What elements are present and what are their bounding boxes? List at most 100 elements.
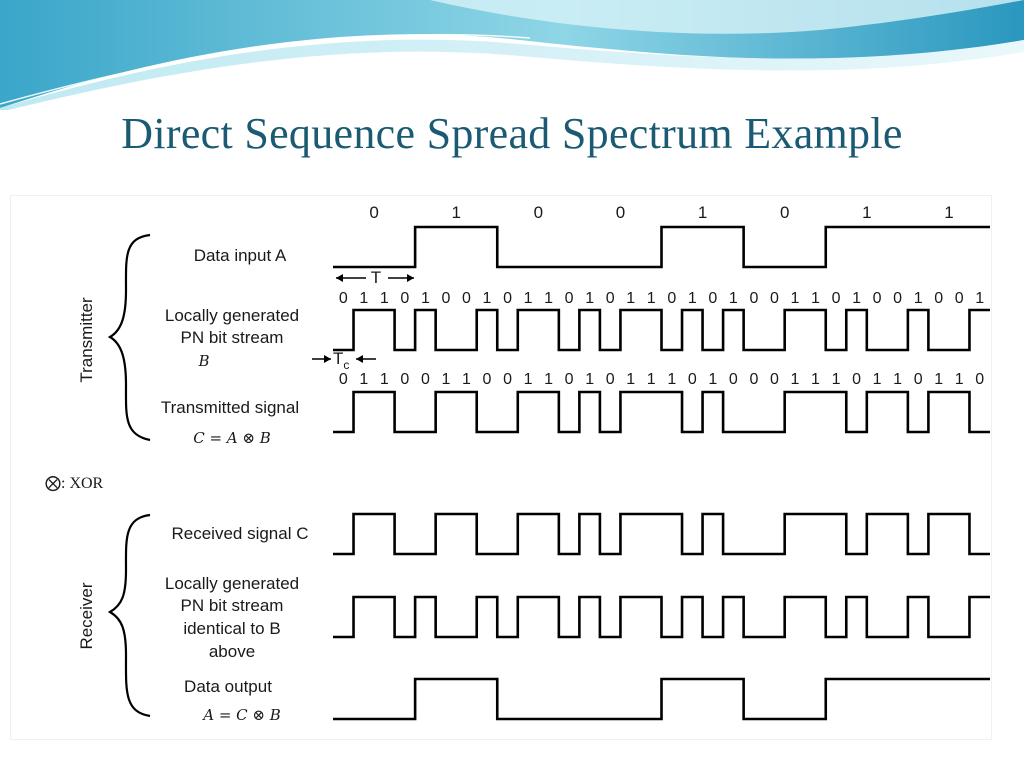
data-bit-label: 1: [944, 203, 953, 222]
pn-chip-label: 1: [811, 290, 820, 307]
transmitted-waveform: [333, 390, 990, 434]
diagram-panel: [10, 195, 992, 740]
pn-chip-label: 1: [359, 290, 368, 307]
rx-pn-waveform: [333, 595, 990, 639]
tc-arrowhead-right: [356, 355, 363, 363]
tx-chip-label: 1: [873, 371, 882, 388]
data-bit-label: 0: [369, 203, 378, 222]
tc-label: Tc: [333, 349, 349, 372]
pn-chip-label: 1: [688, 290, 697, 307]
pn-chip-label: 1: [544, 290, 553, 307]
data-bit-label: 1: [862, 203, 871, 222]
pn-chip-label: 0: [770, 290, 779, 307]
pn-chip-label: 1: [647, 290, 656, 307]
pn-label-line2: PN bit stream: [181, 328, 284, 347]
transmitter-brace: [107, 233, 151, 442]
tx-chip-label: 1: [647, 371, 656, 388]
tx-chip-label: 0: [503, 371, 512, 388]
data-input-label: Data input A: [194, 246, 287, 265]
tx-chip-label: 1: [544, 371, 553, 388]
tx-chip-label: 1: [955, 371, 964, 388]
tx-chip-label: 1: [934, 371, 943, 388]
data-output-label: Data output: [184, 677, 272, 696]
rx-pn-label-line1: Locally generated: [165, 574, 299, 593]
rx-pn-label-line4: above: [209, 642, 255, 661]
tx-chip-label: 1: [811, 371, 820, 388]
pn-chip-label: 1: [852, 290, 861, 307]
received-signal-label: Received signal C: [171, 524, 308, 543]
tc-arrowhead-left: [324, 355, 331, 363]
tx-chip-label: 0: [975, 371, 984, 388]
tx-chip-label: 1: [832, 371, 841, 388]
tx-chip-label: 0: [339, 371, 348, 388]
pn-chip-label: 1: [524, 290, 533, 307]
tx-chip-label: 1: [585, 371, 594, 388]
data-bit-label: 1: [698, 203, 707, 222]
pn-chip-label: 0: [441, 290, 450, 307]
pn-label-line1: Locally generated: [165, 306, 299, 325]
receiver-group-label: Receiver: [77, 582, 96, 649]
pn-chip-label: 1: [380, 290, 389, 307]
data-output-waveform: [333, 677, 990, 721]
pn-chip-label: 0: [400, 290, 409, 307]
pn-chip-label: 0: [934, 290, 943, 307]
tx-chip-label: 1: [626, 371, 635, 388]
transmitter-group-label: Transmitter: [77, 297, 96, 383]
pn-symbol: B: [197, 352, 209, 370]
tx-chip-label: 0: [421, 371, 430, 388]
pn-chip-label: 1: [585, 290, 594, 307]
data-bit-label: 0: [616, 203, 625, 222]
rx-pn-label-line2: PN bit stream: [181, 596, 284, 615]
pn-chip-label: 0: [667, 290, 676, 307]
tx-chip-label: 1: [380, 371, 389, 388]
pn-chip-label: 1: [729, 290, 738, 307]
data-input-waveform: [333, 225, 990, 269]
tx-chip-label: 0: [565, 371, 574, 388]
pn-chip-label: 1: [914, 290, 923, 307]
pn-chip-label: 0: [565, 290, 574, 307]
transmitted-formula: C = A ⊗ B: [193, 429, 271, 447]
received-waveform: [333, 512, 990, 556]
tx-chip-label: 0: [749, 371, 758, 388]
data-bit-label: 0: [780, 203, 789, 222]
pn-chip-label: 1: [483, 290, 492, 307]
pn-chip-label: 0: [606, 290, 615, 307]
tx-chip-label: 1: [359, 371, 368, 388]
tx-chip-label: 0: [770, 371, 779, 388]
pn-chip-label: 0: [893, 290, 902, 307]
pn-chip-label: 0: [749, 290, 758, 307]
tx-chip-label: 1: [708, 371, 717, 388]
pn-chip-label: 1: [421, 290, 430, 307]
rx-pn-label-line3: identical to B: [183, 619, 280, 638]
header-wave-decoration: [0, 0, 1024, 110]
t-label: T: [371, 268, 381, 287]
tx-chip-label: 0: [914, 371, 923, 388]
tx-chip-label: 1: [893, 371, 902, 388]
slide-title: Direct Sequence Spread Spectrum Example: [121, 109, 903, 158]
data-bit-label: 1: [451, 203, 460, 222]
pn-chip-label: 0: [955, 290, 964, 307]
pn-chip-label: 0: [462, 290, 471, 307]
output-formula: A = C ⊗ B: [201, 706, 281, 724]
tx-chip-label: 0: [483, 371, 492, 388]
pn-chip-label: 0: [832, 290, 841, 307]
pn-waveform: [333, 308, 990, 352]
tx-chip-label: 0: [688, 371, 697, 388]
data-bit-label: 0: [534, 203, 543, 222]
tx-chip-label: 0: [606, 371, 615, 388]
tx-chip-label: 1: [441, 371, 450, 388]
tx-chip-label: 1: [524, 371, 533, 388]
transmitted-signal-label: Transmitted signal: [161, 398, 299, 417]
pn-chip-label: 1: [626, 290, 635, 307]
tx-chip-label: 1: [791, 371, 800, 388]
receiver-brace: [107, 513, 151, 718]
pn-chip-label: 0: [708, 290, 717, 307]
tx-chip-label: 0: [852, 371, 861, 388]
pn-chip-label: 0: [339, 290, 348, 307]
t-arrowhead-left: [336, 274, 343, 282]
tx-chip-label: 1: [462, 371, 471, 388]
pn-chip-label: 1: [791, 290, 800, 307]
pn-chip-label: 0: [503, 290, 512, 307]
t-arrowhead-right: [407, 274, 414, 282]
